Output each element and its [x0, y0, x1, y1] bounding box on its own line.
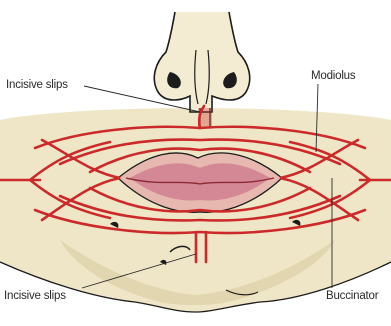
nose-outline — [154, 12, 249, 112]
label-modiolus: Modiolus — [311, 70, 355, 82]
label-buccinator: Buccinator — [326, 290, 378, 302]
label-incisive-slips-bottom: Incisive slips — [4, 290, 66, 302]
label-incisive-slips-top: Incisive slips — [6, 79, 68, 91]
